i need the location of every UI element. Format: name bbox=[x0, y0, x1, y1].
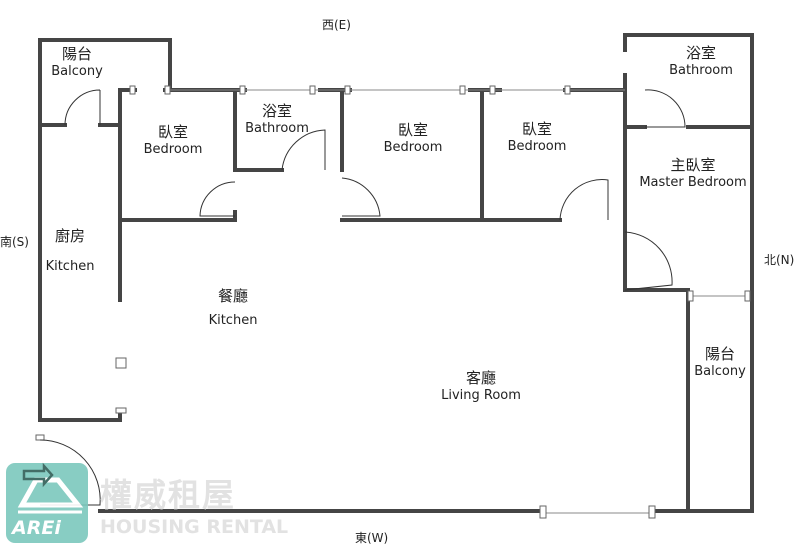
direction-right: 北(N) bbox=[764, 253, 795, 267]
door-swings bbox=[39, 89, 686, 506]
direction-top: 西(E) bbox=[322, 18, 351, 32]
logo-mark: AREi bbox=[12, 517, 61, 539]
direction-bottom: 東(W) bbox=[355, 531, 389, 545]
direction-left: 南(S) bbox=[0, 235, 29, 249]
logo-text-zh: 權威租屋 bbox=[100, 476, 237, 514]
wall bbox=[38, 38, 122, 422]
wall bbox=[118, 88, 284, 222]
wall bbox=[623, 73, 690, 513]
wall bbox=[38, 38, 172, 90]
wall bbox=[98, 33, 754, 513]
logo-text-en: HOUSING RENTAL bbox=[100, 516, 289, 538]
